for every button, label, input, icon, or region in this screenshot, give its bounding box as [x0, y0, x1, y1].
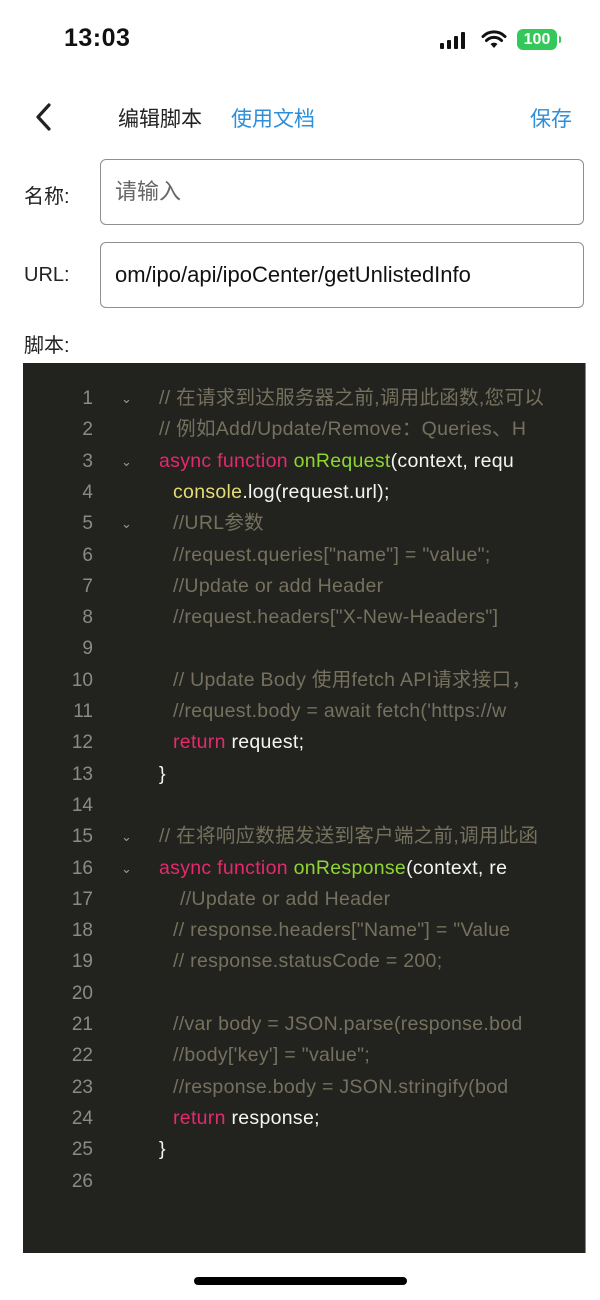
line-number: 20 [71, 982, 93, 1004]
code-line[interactable]: 23 //response.body = JSON.stringify(bod [23, 1072, 585, 1103]
fold-chevron-icon[interactable]: ⌄ [121, 391, 132, 406]
line-number: 1 [82, 388, 93, 409]
line-number: 26 [71, 1170, 93, 1192]
code-line[interactable]: 25} [23, 1134, 585, 1165]
home-indicator[interactable] [194, 1277, 407, 1285]
code-line[interactable]: 24 return response; [23, 1103, 585, 1134]
code-line[interactable]: 9 [23, 633, 585, 664]
url-label: URL: [24, 264, 70, 286]
code-text: async function onRequest(context, requ [159, 449, 515, 472]
code-text: } [159, 762, 166, 785]
docs-link[interactable]: 使用文档 [231, 108, 315, 131]
line-number: 23 [71, 1076, 93, 1098]
page-title: 编辑脚本 [118, 108, 202, 131]
line-number: 6 [82, 544, 93, 566]
line-number: 2 [82, 419, 93, 441]
code-line[interactable]: 10 // Update Body 使用fetch API请求接口， [23, 665, 585, 696]
line-number: 24 [71, 1107, 93, 1129]
code-text: // response.headers["Name"] = "Value [173, 919, 511, 942]
save-button[interactable]: 保存 [530, 108, 572, 131]
line-number: 10 [71, 669, 93, 691]
code-line[interactable]: 13} [23, 759, 585, 790]
fold-chevron-icon[interactable]: ⌄ [121, 516, 132, 532]
line-number: 4 [82, 481, 93, 503]
line-number: 17 [71, 888, 93, 910]
code-line[interactable]: 14 [23, 790, 585, 821]
line-number: 22 [71, 1045, 93, 1067]
code-line[interactable]: 21 //var body = JSON.parse(response.bod [23, 1009, 585, 1040]
code-text: //request.body = await fetch('https://w [173, 700, 507, 722]
fold-chevron-icon[interactable]: ⌄ [121, 453, 132, 469]
code-text: // 在请求到达服务器之前,调用此函数,您可以 [159, 387, 544, 409]
code-text: return response; [173, 1106, 320, 1129]
battery-icon: 100 [517, 29, 561, 50]
code-line[interactable]: 26 [23, 1166, 585, 1197]
status-bar: 13:03 100 [0, 0, 600, 80]
code-text: return request; [173, 731, 305, 754]
code-text: //request.headers["X-New-Headers"] [173, 606, 499, 629]
code-line[interactable]: 8 //request.headers["X-New-Headers"] [23, 602, 585, 633]
code-text: //URL参数 [173, 512, 264, 535]
code-text: //request.queries["name"] = "value"; [173, 543, 491, 566]
code-line[interactable]: 12 return request; [23, 727, 585, 758]
code-text: //var body = JSON.parse(response.bod [173, 1013, 523, 1035]
code-text: //Update or add Header [173, 574, 384, 597]
url-input[interactable]: om/ipo/api/ipoCenter/getUnlistedInfo [100, 242, 584, 308]
code-text: //Update or add Header [180, 887, 391, 910]
line-number: 9 [82, 638, 93, 660]
name-label: 名称: [24, 186, 70, 208]
code-line[interactable]: 1 ⌄ // 在请求到达服务器之前,调用此函数,您可以 [23, 383, 585, 414]
script-label: 脚本: [24, 335, 70, 357]
line-number: 7 [82, 575, 93, 597]
code-line[interactable]: 3 ⌄ async function onRequest(context, requ [23, 446, 585, 477]
line-number: 15 [71, 826, 93, 848]
code-text: //body['key'] = "value"; [173, 1044, 371, 1067]
line-number: 14 [71, 794, 93, 816]
code-text: async function onResponse(context, re [159, 856, 508, 879]
code-text: // response.statusCode = 200; [173, 950, 443, 973]
cellular-signal-icon [440, 31, 465, 49]
status-time: 13:03 [64, 24, 131, 52]
code-line[interactable]: 17 //Update or add Header [23, 884, 585, 915]
code-line[interactable]: 7 //Update or add Header [23, 571, 585, 602]
code-line[interactable]: 5 ⌄ //URL参数 [23, 508, 585, 539]
code-text: console.log(request.url); [173, 480, 390, 503]
line-number: 21 [71, 1014, 93, 1035]
line-number: 18 [71, 920, 93, 942]
code-line[interactable]: 4 console.log(request.url); [23, 477, 585, 508]
code-line[interactable]: 6 //request.queries["name"] = "value"; [23, 540, 585, 571]
code-line[interactable]: 16 ⌄ async function onResponse(context, re [23, 853, 585, 884]
code-line[interactable]: 22 //body['key'] = "value"; [23, 1040, 585, 1071]
code-text: // 例如Add/Update/Remove：Queries、H [159, 418, 527, 441]
code-line[interactable]: 19 // response.statusCode = 200; [23, 946, 585, 977]
line-number: 19 [71, 951, 93, 973]
line-number: 12 [71, 732, 93, 754]
code-line[interactable]: 20 [23, 978, 585, 1009]
line-number: 5 [82, 513, 93, 535]
fold-chevron-icon[interactable]: ⌄ [121, 860, 132, 876]
wifi-icon [481, 30, 507, 48]
code-text: } [159, 1138, 166, 1161]
line-number: 3 [82, 450, 93, 472]
line-number: 8 [82, 607, 93, 629]
line-number: 25 [71, 1139, 93, 1161]
code-line[interactable]: 11 //request.body = await fetch('https://… [23, 696, 585, 727]
back-chevron-icon[interactable] [30, 99, 60, 135]
line-number: 13 [71, 763, 93, 785]
fold-chevron-icon[interactable]: ⌄ [121, 829, 132, 845]
code-editor[interactable]: 1 ⌄ // 在请求到达服务器之前,调用此函数,您可以 2 // 例如Add/Updat… [23, 363, 586, 1253]
nav-bar: 编辑脚本 使用文档 保存 [0, 95, 600, 139]
code-line[interactable]: 2 // 例如Add/Update/Remove：Queries、H [23, 414, 585, 445]
code-text: // Update Body 使用fetch API请求接口， [173, 668, 532, 691]
line-number: 16 [71, 857, 93, 879]
code-line[interactable]: 15 ⌄ // 在将响应数据发送到客户端之前,调用此函 [23, 821, 585, 852]
code-line[interactable]: 18 // response.headers["Name"] = "Value [23, 915, 585, 946]
line-number: 11 [73, 701, 93, 722]
name-input[interactable]: 请输入 [100, 159, 584, 225]
code-text: //response.body = JSON.stringify(bod [173, 1075, 509, 1098]
code-text: // 在将响应数据发送到客户端之前,调用此函 [159, 825, 539, 848]
